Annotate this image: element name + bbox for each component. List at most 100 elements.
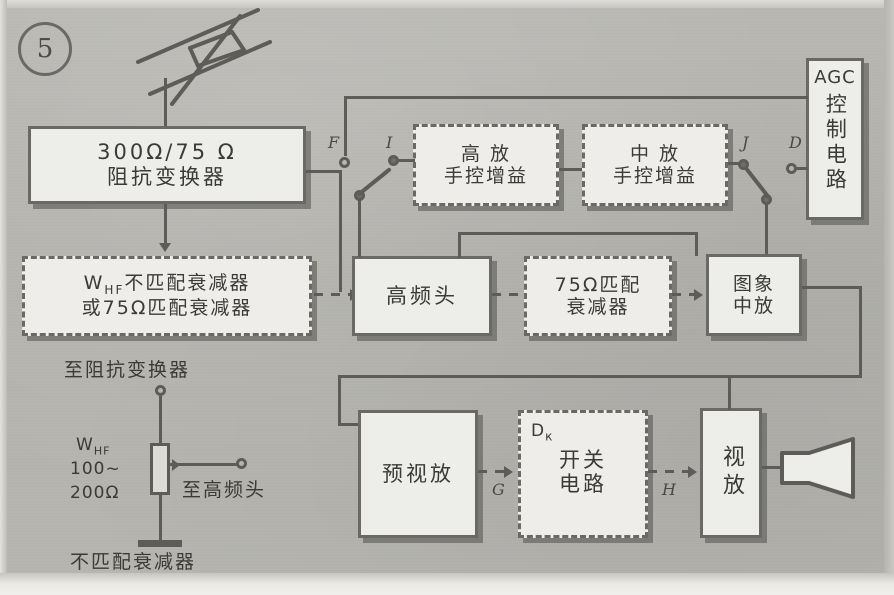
wire-mid-bus-down-video-if <box>695 232 698 256</box>
wire-switch-right-down-to-video-if <box>765 203 768 254</box>
node-label-I: I <box>386 133 393 152</box>
node-label-J: J <box>742 133 749 152</box>
wire-rf-gain-to-if-gain <box>559 168 582 171</box>
page-number-badge: 5 <box>18 22 72 76</box>
attenuator-tap-arrow <box>172 459 180 471</box>
block-agc-control-circuit[interactable]: AGC 控制电路 <box>806 58 864 220</box>
wire-antenna-to-transformer <box>164 78 167 128</box>
wire-feedback-down-to-pre-video <box>338 375 341 425</box>
arrow-transformer-to-attenuator <box>159 243 171 252</box>
pot-label-range-max: 200Ω <box>70 483 120 503</box>
node-label-G: G <box>492 480 505 499</box>
node-label-F: F <box>328 133 340 152</box>
wire-I-to-rf-gain <box>398 159 415 162</box>
attenuator-tap-terminal[interactable] <box>236 458 247 469</box>
block-impedance-transformer[interactable]: 300Ω/75 Ω 阻抗变换器 <box>28 126 306 204</box>
attenuator-top-terminal[interactable] <box>155 385 166 396</box>
scan-edge-left <box>0 0 7 595</box>
attenuator-caption: 不匹配衰减器 <box>70 551 197 573</box>
arrow-to-video-if <box>694 289 703 301</box>
terminal-F[interactable] <box>339 157 350 168</box>
block-pre-video-amplifier[interactable]: 预视放 <box>358 410 478 538</box>
arrow-pre-video-to-switch <box>504 466 513 478</box>
wire-pre-video-to-switch-circuit <box>478 470 512 473</box>
wire-matched-attenuator-to-video-if <box>672 293 702 296</box>
crt-icon <box>780 437 855 499</box>
wire-video-if-feedback-left <box>338 375 859 378</box>
wire-video-if-right <box>802 286 862 289</box>
wire-agc-bus-down-to-F <box>344 96 347 156</box>
switch-circuit-tag-sub: к <box>545 429 554 444</box>
ground-symbol <box>138 540 182 547</box>
matched-attenuator-line2: 衰减器 <box>566 296 630 318</box>
mismatch-attenuator-line1: WHF不匹配衰减器 <box>84 272 251 297</box>
pot-label-whf: WHF <box>76 435 110 457</box>
video-if-line2: 中放 <box>732 295 775 317</box>
attenuator-bottom-wire <box>159 494 162 542</box>
attenuator-schematic: 至阻抗变换器 WHF 100~ 200Ω 至高频头 不匹配衰减器 <box>60 355 340 573</box>
node-label-H: H <box>662 480 676 499</box>
video-if-line1: 图象 <box>732 272 775 295</box>
wire-transformer-to-attenuator <box>164 204 167 246</box>
wire-D-to-agc <box>796 167 808 170</box>
rf-manual-gain-line1: 高 放 <box>460 142 512 165</box>
mismatch-attenuator-w: W <box>83 272 105 295</box>
attenuator-top-wire <box>159 396 162 444</box>
terminal-D[interactable] <box>786 163 797 174</box>
agc-vertical-label: 控制电路 <box>823 93 848 193</box>
terminal-I[interactable] <box>388 155 399 166</box>
if-manual-gain-line1: 中 放 <box>629 142 681 165</box>
video-amp-label: 视放 <box>718 445 744 501</box>
switch-circuit-tag: Dк <box>531 421 553 444</box>
agc-vertical-body: 控制电路 <box>809 93 861 211</box>
block-video-amplifier[interactable]: 视放 <box>700 408 762 538</box>
scan-edge-bottom <box>0 573 894 595</box>
pot-label-range-min: 100~ <box>70 459 121 479</box>
wire-switch-left-down <box>358 199 361 257</box>
block-matched-attenuator[interactable]: 75Ω匹配 衰减器 <box>524 256 672 336</box>
wire-video-amp-to-crt <box>762 466 786 469</box>
tuner-label: 高频头 <box>386 283 458 308</box>
matched-attenuator-line1: 75Ω匹配 <box>554 273 642 296</box>
wire-mid-bus-down-tuner <box>458 232 461 258</box>
wire-feedback-into-pre-video <box>338 423 362 426</box>
arrow-switch-to-video-amp <box>688 466 697 478</box>
antenna-symbol <box>132 8 272 113</box>
mismatch-attenuator-line2: 或75Ω匹配衰减器 <box>81 297 253 320</box>
wire-mid-bus <box>458 232 698 235</box>
wire-switch-circuit-to-video-amp <box>648 470 698 473</box>
wire-tuner-to-matched-attenuator <box>492 293 524 296</box>
mismatch-attenuator-sub: HF <box>104 283 125 298</box>
rf-manual-gain-line2: 手控增益 <box>443 165 528 187</box>
impedance-transformer-line1: 300Ω/75 Ω <box>97 140 237 165</box>
crt-horn-symbol <box>779 437 857 499</box>
pot-label-hf: HF <box>93 444 111 458</box>
block-if-manual-gain[interactable]: 中 放 手控增益 <box>582 124 728 206</box>
attenuator-top-label: 至阻抗变换器 <box>64 359 191 381</box>
if-manual-gain-line2: 手控增益 <box>612 165 697 187</box>
block-video-if-amplifier[interactable]: 图象 中放 <box>706 254 802 336</box>
wire-agc-top-bus <box>344 96 808 99</box>
pot-label-w: W <box>76 435 94 455</box>
mismatch-attenuator-rest: 不匹配衰减器 <box>124 272 251 295</box>
block-mismatch-attenuator[interactable]: WHF不匹配衰减器 或75Ω匹配衰减器 <box>22 256 312 336</box>
wire-video-if-feedback-down <box>859 286 862 378</box>
wire-transformer-down-to-tuner <box>339 170 342 292</box>
wire-attenuator-to-tuner <box>314 293 358 296</box>
switch-circuit-line2: 电路 <box>559 472 607 497</box>
impedance-transformer-line2: 阻抗变换器 <box>107 165 227 189</box>
block-tuner[interactable]: 高频头 <box>352 256 492 336</box>
switch-circuit-tag-d: D <box>531 421 546 441</box>
block-switch-circuit[interactable]: Dк 开关 电路 <box>518 410 648 538</box>
attenuator-tap-label: 至高频头 <box>182 479 267 501</box>
node-label-D: D <box>789 133 802 152</box>
agc-title: AGC <box>814 67 856 88</box>
wire-video-amp-top-feed <box>728 378 731 410</box>
antenna-icon <box>136 8 272 106</box>
switch-circuit-line1: 开关 <box>559 447 607 472</box>
pre-video-amp-label: 预视放 <box>382 461 454 486</box>
scan-edge-right <box>884 0 894 595</box>
block-rf-manual-gain[interactable]: 高 放 手控增益 <box>413 124 559 206</box>
wire-if-gain-to-J <box>728 162 740 165</box>
